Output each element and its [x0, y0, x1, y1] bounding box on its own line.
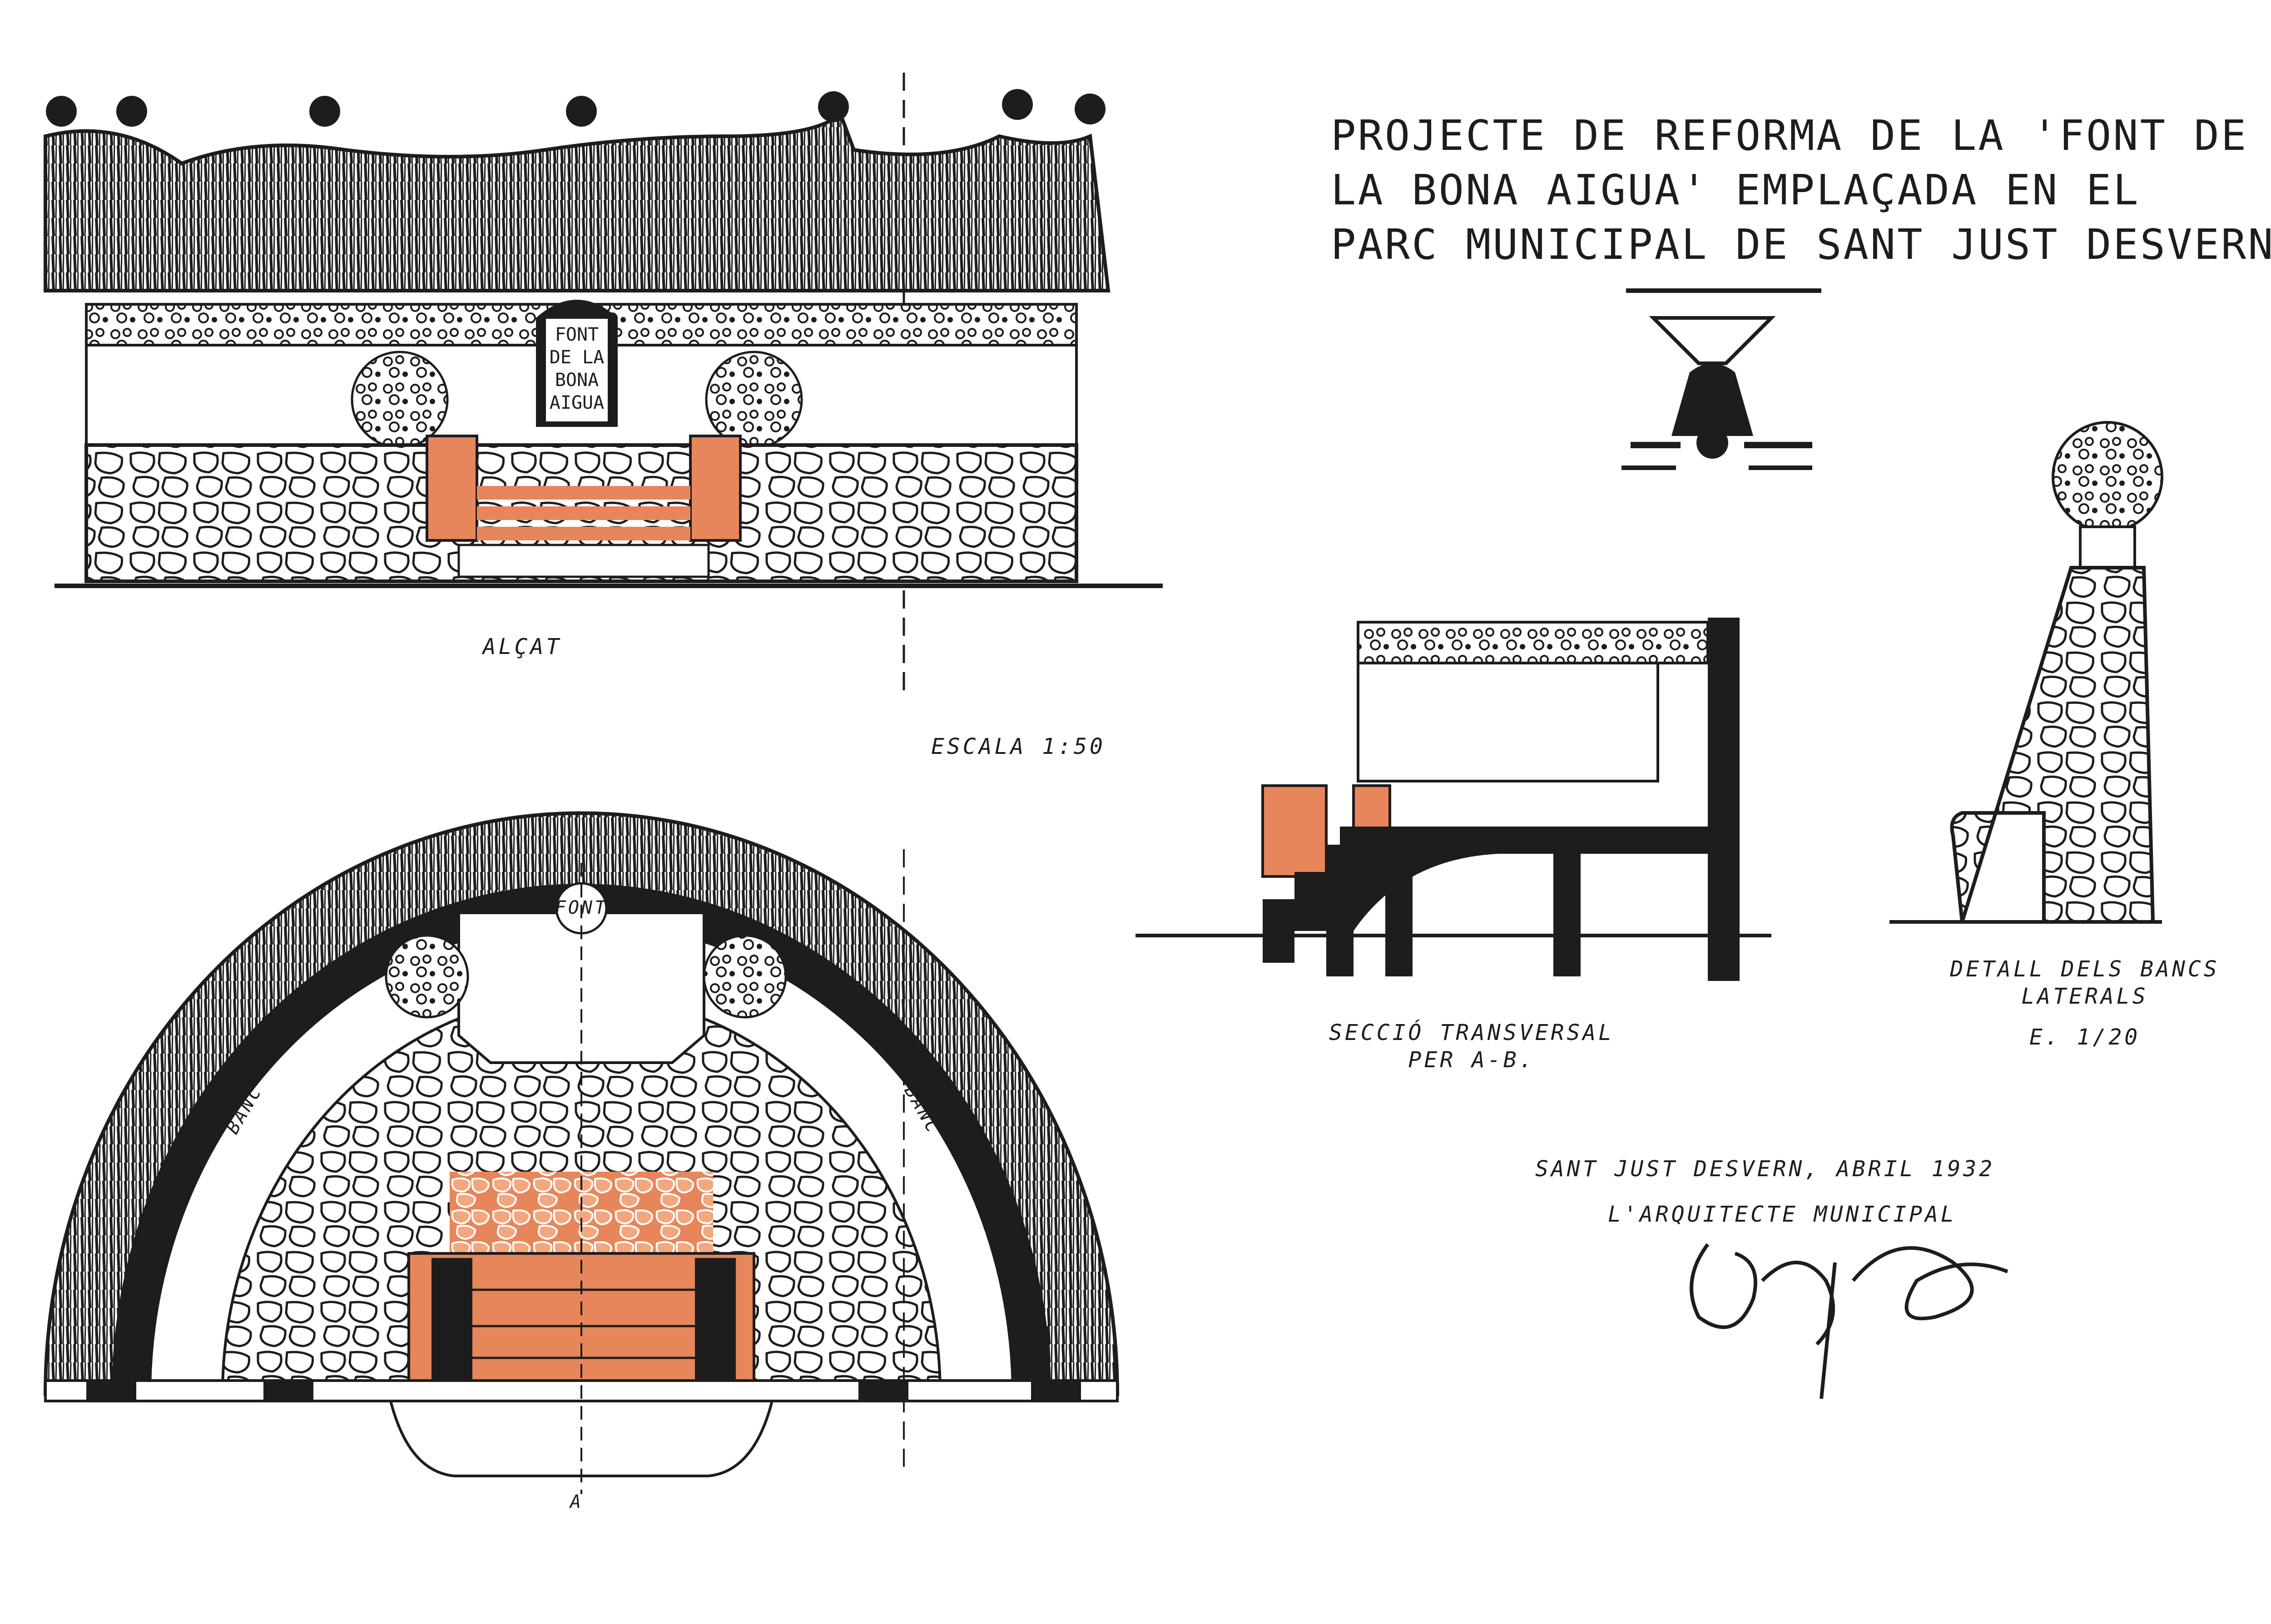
elevation-caption: ALÇAT [481, 634, 562, 659]
bench-detail-drawing: DETALL DELS BANCS LATERALS E. 1/20 [1889, 421, 2219, 1050]
font-plaque: FONT DE LA BONA AIGUA [536, 300, 618, 427]
terracotta-steps [457, 486, 710, 578]
medallion-right [705, 351, 803, 449]
terracotta-pier-left [426, 435, 478, 542]
plan-medallion-left [385, 934, 469, 1019]
plaque-line-4: AIGUA [550, 392, 604, 413]
plaque-line-3: BONA [555, 370, 599, 391]
plan-font-niche [457, 911, 705, 1064]
bench-detail-caption-line-1: DETALL DELS BANCS [1949, 956, 2219, 982]
fountain-emblem [1621, 316, 1812, 470]
section-terracotta-block-2 [1352, 784, 1391, 832]
section-wall [1357, 662, 1659, 782]
plaque-line-1: FONT [555, 324, 599, 345]
scale-label: ESCALA 1:50 [931, 734, 1106, 759]
hedge-crown [44, 110, 1111, 292]
bench-detail-pillar [1950, 566, 2155, 924]
plan-front-piers [86, 1381, 1081, 1401]
bench-detail-scale: E. 1/20 [2029, 1025, 2140, 1050]
plan-font-label: FONT [555, 897, 608, 918]
section-terracotta-block [1261, 784, 1328, 878]
section-slab-and-steps [1263, 827, 1708, 976]
bench-detail-caption-line-2: LATERALS [2021, 984, 2148, 1009]
bench-detail-planter [2052, 421, 2163, 533]
section-caption-line-1: SECCIÓ TRANSVERSAL [1329, 1020, 1614, 1045]
plan-drawing: FONT BANC BANC A [43, 811, 1120, 1512]
section-drawing: SECCIÓ TRANSVERSAL PER A-B. [1136, 618, 1771, 1073]
footer-role: L'ARQUITECTE MUNICIPAL [1608, 1202, 1957, 1227]
footer-place-date: SANT JUST DESVERN, ABRIL 1932 [1535, 1156, 1995, 1182]
section-caption-line-2: PER A-B. [1408, 1047, 1535, 1073]
terracotta-pier-right [689, 435, 742, 542]
title-line-2: LA BONA AIGUA' EMPLAÇADA EN EL [1331, 166, 2140, 214]
elevation-drawing: FONT DE LA BONA AIGUA ALÇAT [44, 73, 1163, 690]
section-back-wall [1708, 618, 1740, 981]
medallion-left [351, 351, 449, 449]
plan-section-mark: A [569, 1491, 583, 1512]
section-planter [1357, 621, 1709, 664]
plan-medallion-right [703, 934, 787, 1019]
title-line-3: PARC MUNICIPAL DE SANT JUST DESVERN. [1331, 220, 2271, 269]
footer-block: SANT JUST DESVERN, ABRIL 1932 L'ARQUITEC… [1535, 1156, 2008, 1399]
plaque-line-2: DE LA [550, 347, 604, 368]
architect-signature [1690, 1243, 2008, 1399]
title-block: PROJECTE DE REFORMA DE LA 'FONT DE LA BO… [1331, 111, 2271, 293]
finial-balls [46, 89, 1106, 127]
title-line-1: PROJECTE DE REFORMA DE LA 'FONT DE [1331, 111, 2248, 160]
